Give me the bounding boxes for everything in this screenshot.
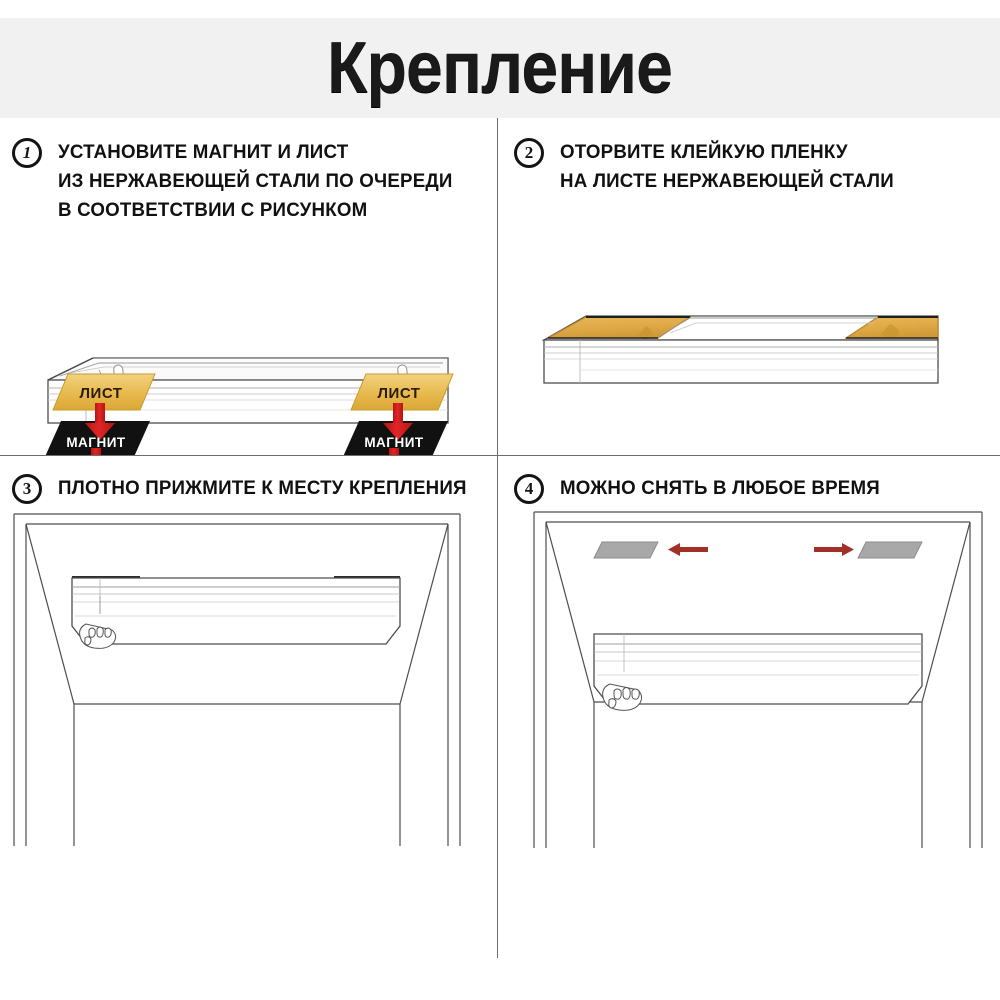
step-4-diagram: [533, 511, 983, 848]
step-panel-3: 3 ПЛОТНО ПРИЖМИТЕ К МЕСТУ КРЕПЛЕНИЯ: [0, 456, 497, 958]
step-2-line-2: НА ЛИСТЕ НЕРЖАВЕЮЩЕЙ СТАЛИ: [560, 170, 894, 192]
steel-sheet-tag-right: [350, 373, 454, 411]
step-1-heading: 1 УСТАНОВИТЕ МАГНИТ И ЛИСТ ИЗ НЕРЖАВЕЮЩЕ…: [12, 138, 469, 225]
arrow-left-4: [668, 543, 708, 556]
step-3-text: ПЛОТНО ПРИЖМИТЕ К МЕСТУ КРЕПЛЕНИЯ: [58, 474, 467, 503]
step-2-text: ОТОРВИТЕ КЛЕЙКУЮ ПЛЕНКУ НА ЛИСТЕ НЕРЖАВЕ…: [560, 138, 894, 196]
horizontal-divider: [0, 455, 1000, 456]
steel-sheet-label-left: ЛИСТ: [80, 385, 123, 402]
step-1-line-2: ИЗ НЕРЖАВЕЮЩЕЙ СТАЛИ ПО ОЧЕРЕДИ: [58, 170, 453, 192]
step-1-line-1: УСТАНОВИТЕ МАГНИТ И ЛИСТ: [58, 141, 349, 163]
step-2-heading: 2 ОТОРВИТЕ КЛЕЙКУЮ ПЛЕНКУ НА ЛИСТЕ НЕРЖА…: [514, 138, 908, 196]
magnet-tag-left: [45, 421, 150, 455]
sheet-magnet-group-left: [45, 373, 156, 455]
adhesive-film-right: [843, 316, 939, 339]
magnet-tag-right: [343, 421, 448, 455]
step-2-diagram: [541, 315, 939, 384]
magnet-label-right: МАГНИТ: [364, 435, 424, 450]
door-frame-3: [13, 513, 461, 846]
arrow-right-4: [814, 543, 854, 556]
step-panel-4: 4 МОЖНО СНЯТЬ В ЛЮБОЕ ВРЕМЯ: [498, 456, 1000, 958]
step-1-line-3: В СООТВЕТСТВИИ С РИСУНКОМ: [58, 199, 368, 221]
door-frame-4: [533, 511, 983, 848]
arrow-down-right-upper: [383, 403, 413, 440]
page-title: Крепление: [327, 28, 673, 108]
steel-sheet-tag-left: [52, 373, 156, 411]
step-2-line-1: ОТОРВИТЕ КЛЕЙКУЮ ПЛЕНКУ: [560, 141, 848, 163]
hand-icon-3: [79, 623, 117, 649]
step-3-heading: 3 ПЛОТНО ПРИЖМИТЕ К МЕСТУ КРЕПЛЕНИЯ: [12, 474, 484, 504]
magnet-strip-right-4: [857, 541, 923, 559]
arrow-down-right-lower: [389, 448, 399, 455]
adhesive-film-left: [547, 316, 693, 340]
remaining-magnet-strips-4: [593, 541, 923, 559]
step-3-line-1: ПЛОТНО ПРИЖМИТЕ К МЕСТУ КРЕПЛЕНИЯ: [58, 477, 467, 499]
steel-sheet-label-right: ЛИСТ: [378, 385, 421, 402]
vertical-divider: [497, 118, 498, 958]
arrow-down-left-lower: [91, 448, 101, 455]
led-panel-body-step2: [541, 315, 939, 384]
step-panel-2: 2 ОТОРВИТЕ КЛЕЙКУЮ ПЛЕНКУ НА ЛИСТЕ НЕРЖА…: [498, 118, 1000, 455]
mounted-panel-3: [71, 576, 401, 645]
hand-icon-4: [602, 683, 643, 711]
step-1-diagram: ЛИСТ МАГНИТ ЛИСТ МАГНИТ: [45, 357, 454, 455]
step-1-number-badge: 1: [12, 138, 42, 168]
step-4-heading: 4 МОЖНО СНЯТЬ В ЛЮБОЕ ВРЕМЯ: [514, 474, 893, 504]
step-2-number-badge: 2: [514, 138, 544, 168]
step-3-diagram: [13, 513, 461, 846]
step-1-text: УСТАНОВИТЕ МАГНИТ И ЛИСТ ИЗ НЕРЖАВЕЮЩЕЙ …: [58, 138, 453, 225]
step-panel-1: 1 УСТАНОВИТЕ МАГНИТ И ЛИСТ ИЗ НЕРЖАВЕЮЩЕ…: [0, 118, 497, 455]
magnet-label-left: МАГНИТ: [66, 435, 126, 450]
step-4-line-1: МОЖНО СНЯТЬ В ЛЮБОЕ ВРЕМЯ: [560, 477, 880, 499]
step-3-number-badge: 3: [12, 474, 42, 504]
step-4-number-badge: 4: [514, 474, 544, 504]
arrow-down-left-upper: [85, 403, 115, 440]
detached-panel-4: [593, 633, 923, 705]
magnet-strip-left-4: [593, 541, 659, 559]
header-band: Крепление: [0, 18, 1000, 118]
step-4-text: МОЖНО СНЯТЬ В ЛЮБОЕ ВРЕМЯ: [560, 474, 880, 503]
sheet-magnet-group-right: [343, 373, 454, 455]
